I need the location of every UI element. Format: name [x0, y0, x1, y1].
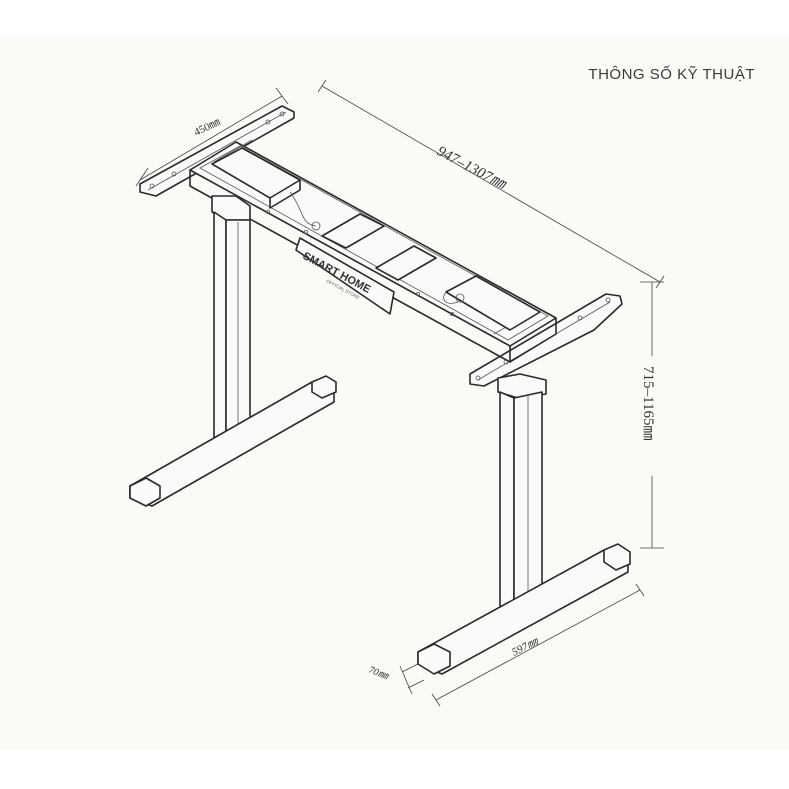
height-label: 715–1165㎜	[640, 366, 656, 440]
control-box-right	[443, 275, 541, 331]
page-title: THÔNG SỐ KỸ THUẬT	[588, 66, 755, 83]
left-mounting-plate	[139, 105, 295, 197]
right-leg-column	[497, 373, 547, 615]
right-foot	[417, 543, 631, 675]
width-label: 947–1307㎜	[434, 143, 509, 193]
left-leg-column	[211, 195, 251, 449]
left-foot	[129, 375, 337, 507]
spec-sheet: THÔNG SỐ KỸ THUẬT	[0, 36, 789, 750]
foot-width-label: 70㎜	[367, 665, 391, 683]
depth-label: 450㎜	[192, 116, 222, 138]
foot-length-label: 597㎜	[510, 635, 541, 658]
dimension-foot-width: 70㎜	[367, 663, 425, 695]
control-box-left	[211, 147, 321, 231]
dimension-height: 715–1165㎜	[640, 281, 664, 549]
